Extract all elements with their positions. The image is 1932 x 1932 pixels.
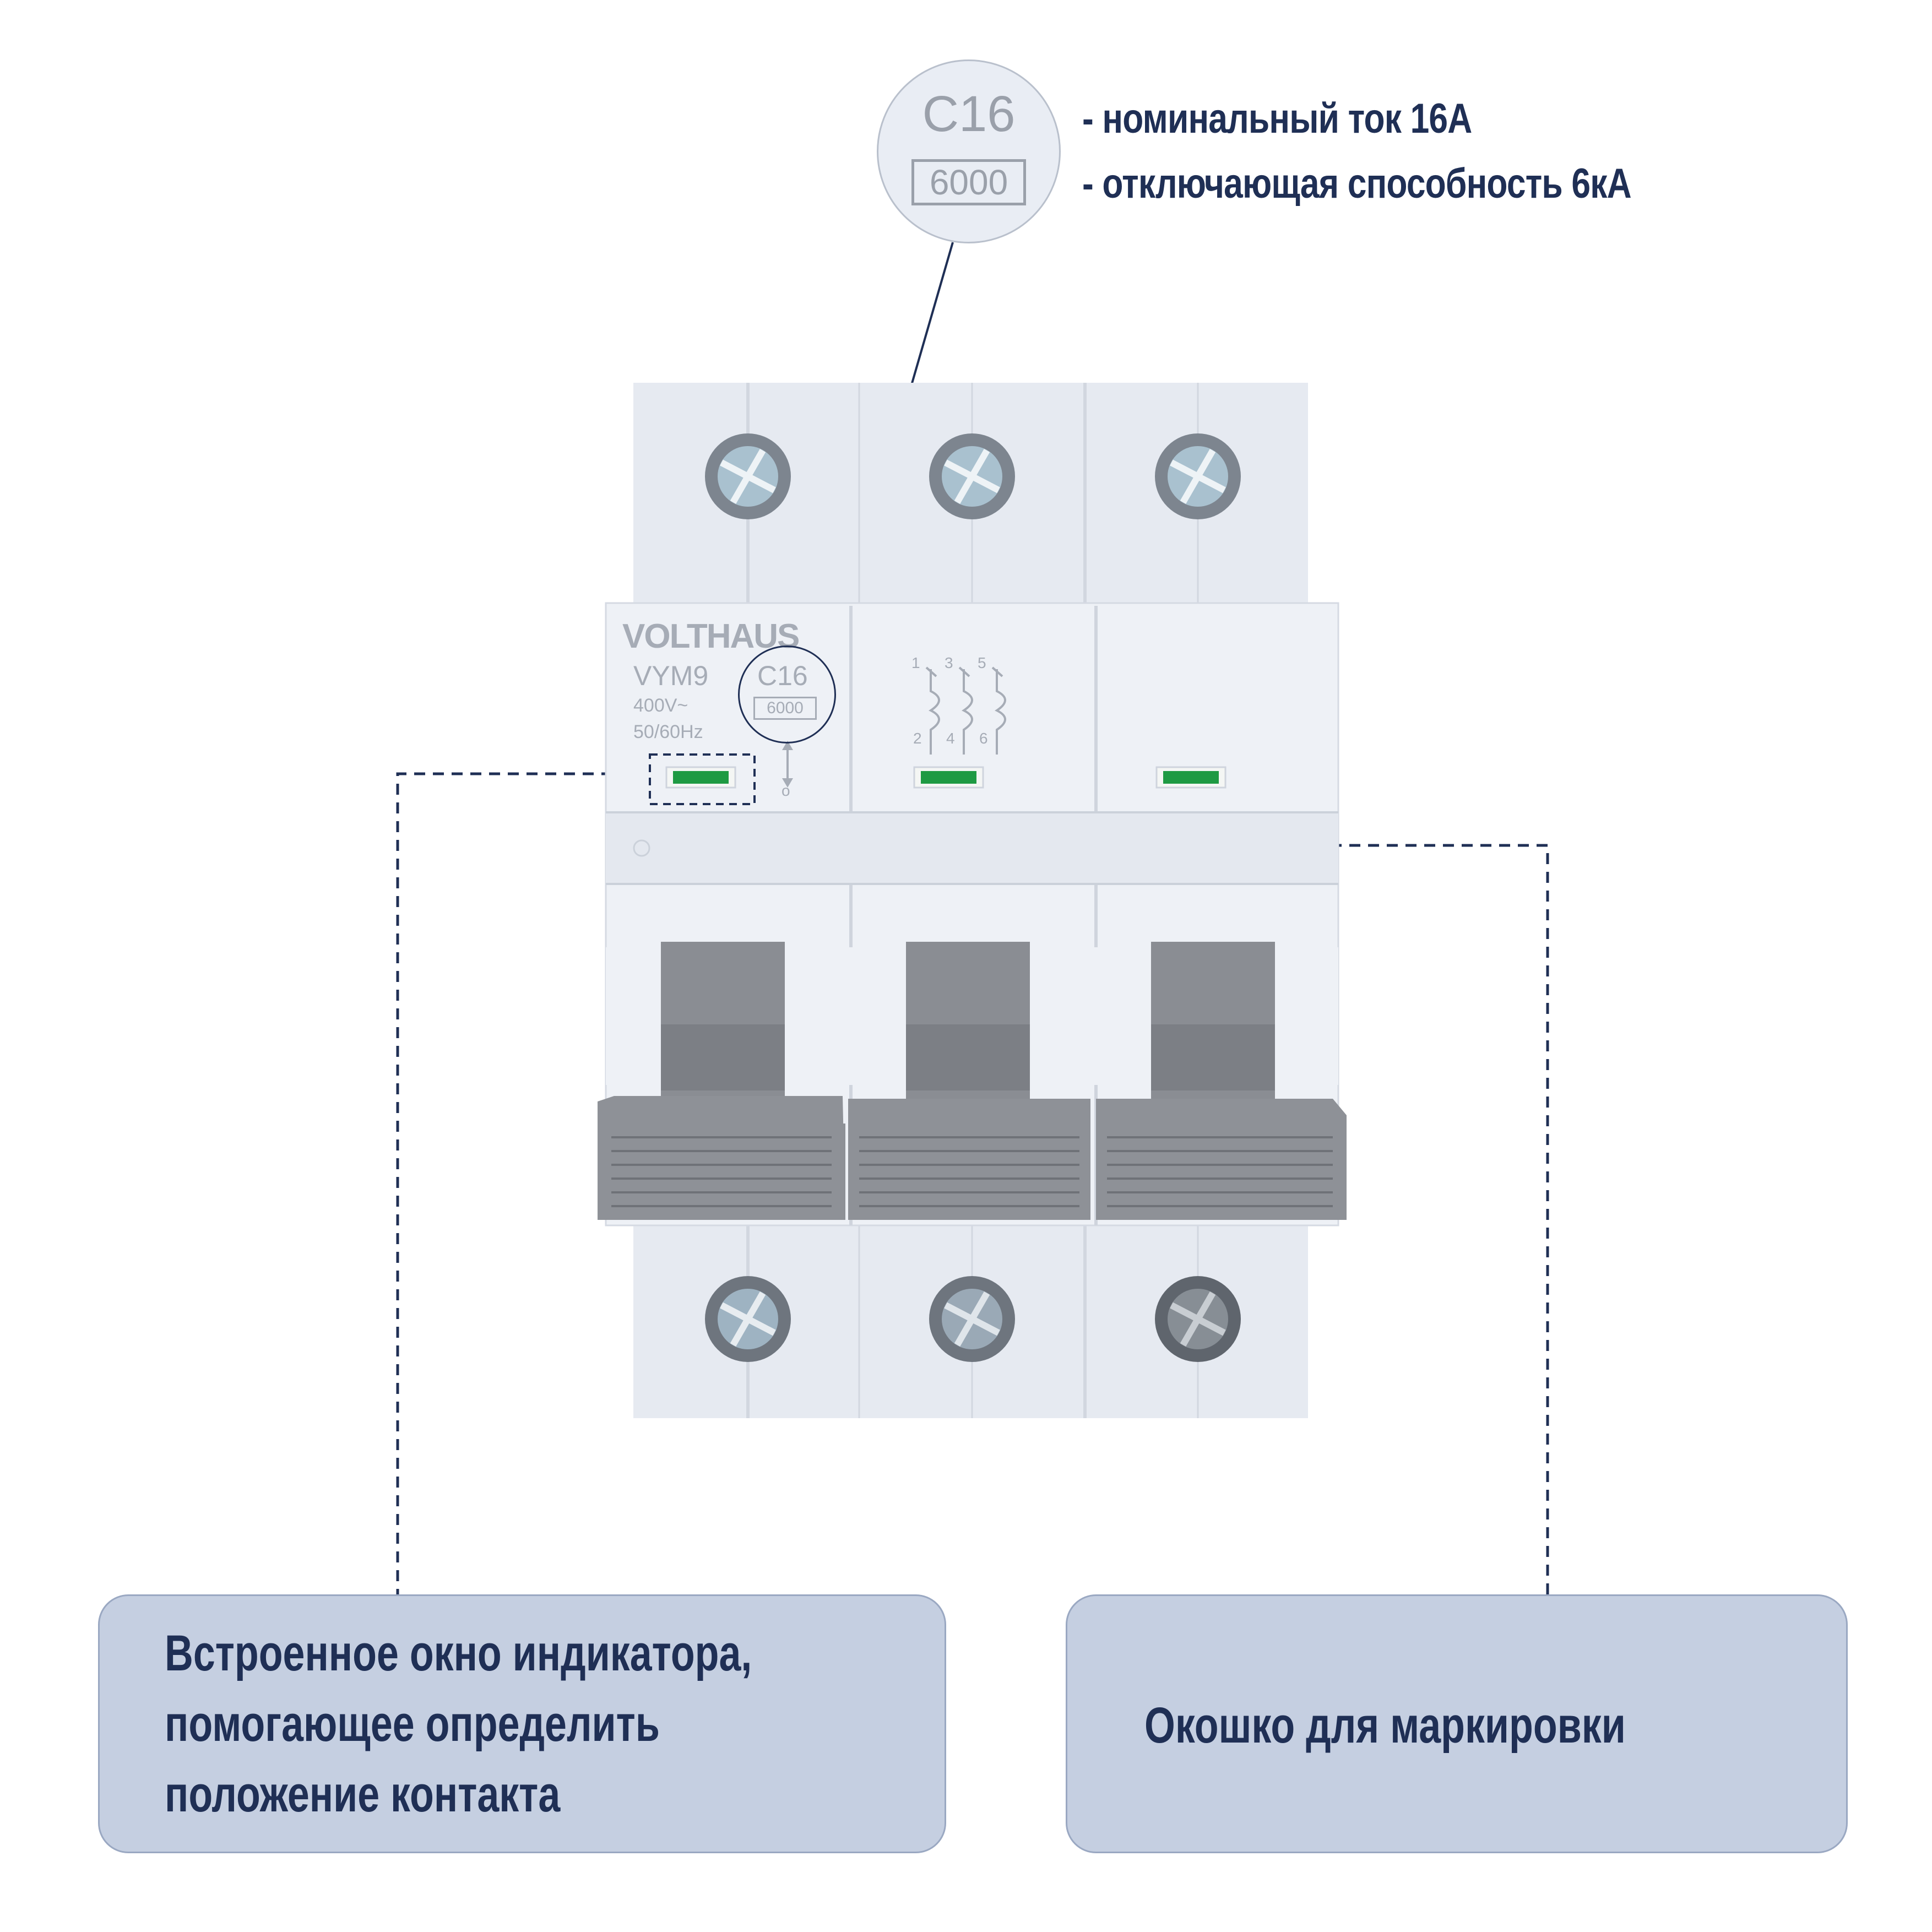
terminal-label-4: 4 [946, 730, 955, 747]
marking-window-band [606, 812, 1338, 884]
toggle-lever-3 [1096, 1099, 1347, 1220]
terminal-label-3: 3 [945, 654, 953, 671]
indicator-callout-line-3: положение контакта [165, 1766, 561, 1822]
toggle-lever-2 [848, 1099, 1090, 1220]
indicator-dashed-line [396, 772, 650, 1594]
marking-dashed-line [1267, 844, 1549, 1594]
indicator-highlight [649, 753, 756, 805]
marking-callout: Окошко для маркировки [1066, 1594, 1848, 1853]
terminal-label-1: 1 [911, 654, 920, 671]
zoom-badge: C16 6000 [877, 59, 1061, 243]
toggle-lever-1 [598, 1096, 845, 1220]
off-symbol: o [782, 782, 790, 799]
indicator-callout: Встроенное окно индикатора, помогающее о… [98, 1594, 946, 1853]
rating-circle-highlight [738, 645, 836, 744]
terminal-label-6: 6 [979, 730, 988, 747]
screw-top-2 [929, 433, 1015, 519]
zoom-badge-capacity-box: 6000 [911, 159, 1026, 205]
indicator-callout-line-2: помогающее определить [165, 1696, 660, 1752]
screw-bottom-3 [1155, 1276, 1241, 1362]
screw-top-3 [1155, 433, 1241, 519]
terminal-label-5: 5 [978, 654, 986, 671]
circuit-symbol [925, 666, 1006, 755]
zoom-badge-rating: C16 [922, 86, 1016, 142]
voltage-label: 400V~ [633, 695, 688, 716]
indicator-callout-line-1: Встроенное окно индикатора, [165, 1625, 752, 1681]
spec-breaking-capacity: - отключающая способность 6кА [1082, 160, 1632, 207]
screw-top-1 [705, 433, 791, 519]
spec-rated-current: - номинальный ток 16А [1082, 95, 1472, 142]
model-label: VYM9 [633, 660, 709, 691]
frequency-label: 50/60Hz [633, 721, 703, 742]
zoom-badge-capacity: 6000 [929, 162, 1008, 202]
terminal-label-2: 2 [913, 730, 922, 747]
screw-bottom-1 [705, 1276, 791, 1362]
marking-callout-label: Окошко для маркировки [1144, 1697, 1626, 1754]
screw-bottom-2 [929, 1276, 1015, 1362]
